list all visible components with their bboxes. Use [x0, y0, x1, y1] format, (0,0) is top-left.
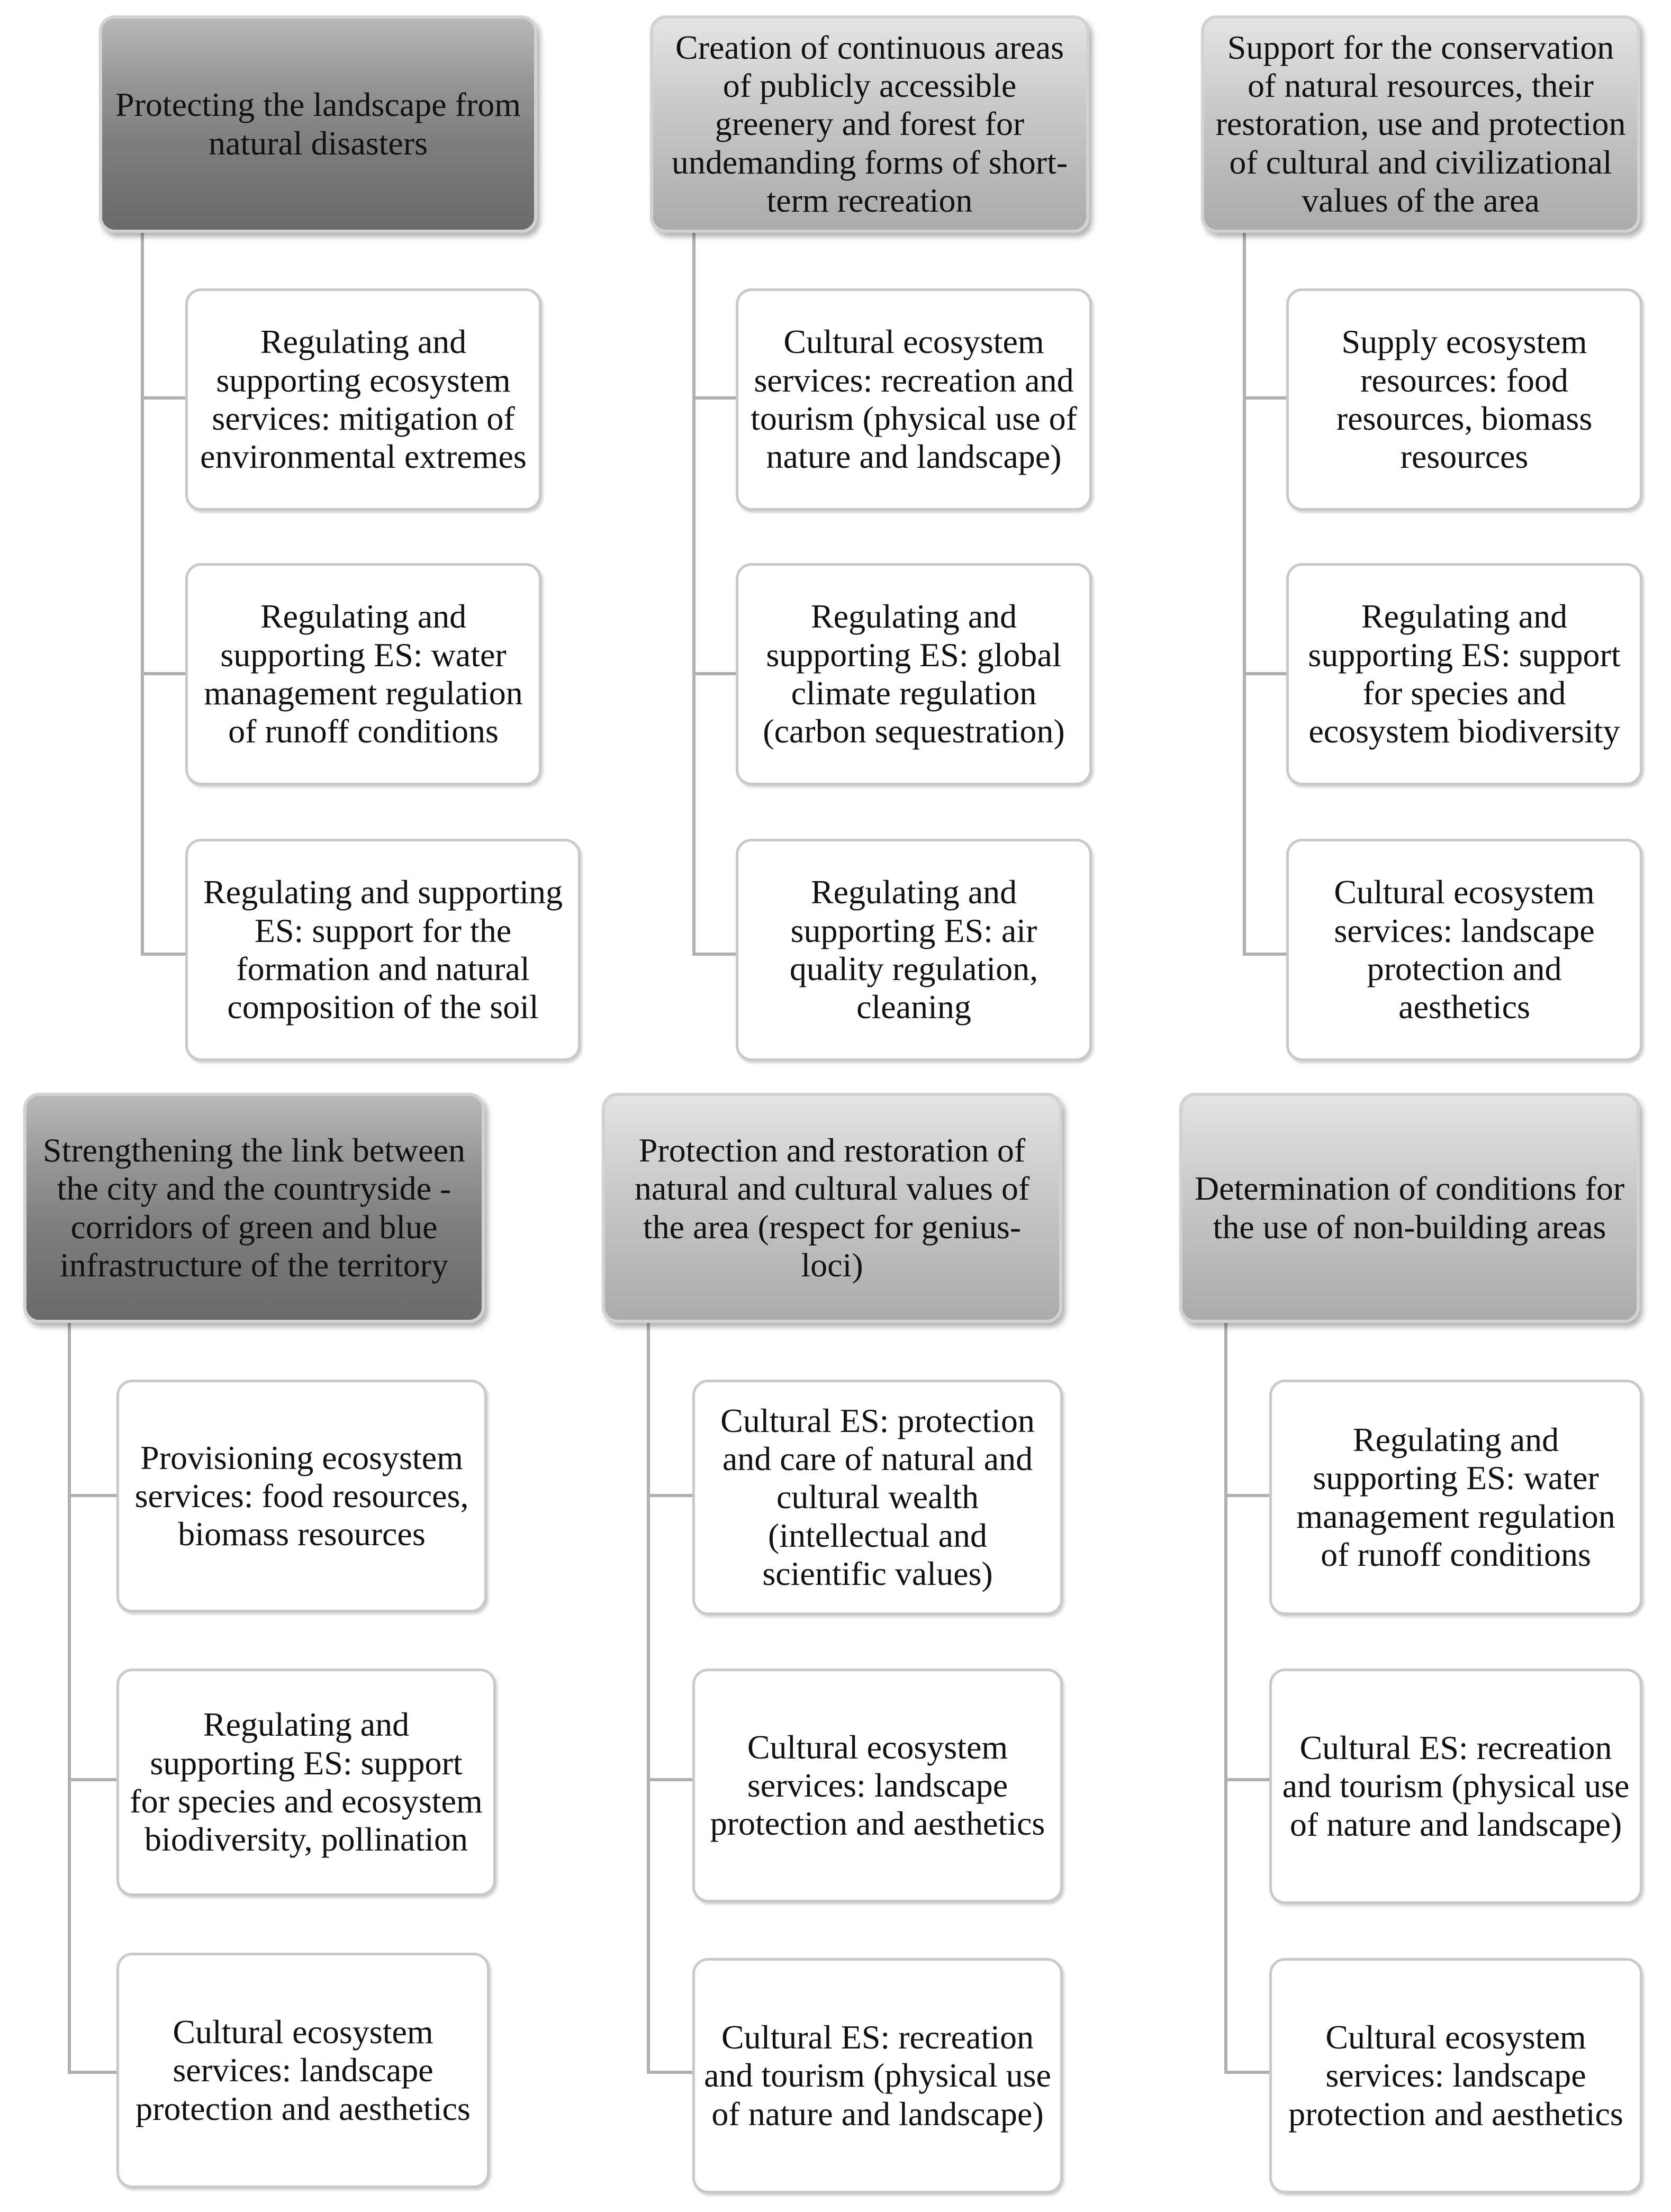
- service-box: Supply ecosystem resources: food resourc…: [1286, 288, 1642, 511]
- service-label: Regulating and supporting ES: water mana…: [204, 597, 523, 750]
- connector-trunk: [692, 233, 696, 954]
- service-label: Regulating and supporting ES: water mana…: [1296, 1420, 1615, 1573]
- service-box: Regulating and supporting ES: support fo…: [1286, 563, 1642, 785]
- connector-branch: [1224, 1494, 1272, 1497]
- connector-trunk: [68, 1323, 71, 2072]
- connector-branch: [68, 2071, 119, 2074]
- service-box: Regulating and supporting ES: support fo…: [116, 1669, 496, 1896]
- service-box: Cultural ecosystem services: landscape p…: [1286, 839, 1642, 1061]
- service-box: Regulating and supporting ES: water mana…: [185, 563, 541, 785]
- service-box: Cultural ES: recreation and tourism (phy…: [1269, 1669, 1642, 1904]
- category-header: Determination of conditions for the use …: [1179, 1093, 1640, 1323]
- connector-branch: [1243, 396, 1288, 400]
- service-label: Supply ecosystem resources: food resourc…: [1336, 323, 1593, 476]
- category-header: Protecting the landscape from natural di…: [99, 15, 537, 233]
- connector-branch: [141, 953, 186, 956]
- connector-branch: [692, 953, 738, 956]
- connector-branch: [1224, 1778, 1272, 1781]
- connector-trunk: [1224, 1323, 1227, 2072]
- service-label: Regulating and supporting ES: air qualit…: [789, 873, 1038, 1026]
- service-box: Cultural ecosystem services: recreation …: [736, 288, 1092, 511]
- connector-branch: [647, 2071, 694, 2074]
- service-box: Cultural ecosystem services: landscape p…: [692, 1669, 1063, 1902]
- service-label: Provisioning ecosystem services: food re…: [134, 1438, 469, 1553]
- category-title: Protecting the landscape from natural di…: [115, 86, 521, 162]
- connector-branch: [647, 1778, 694, 1781]
- service-box: Provisioning ecosystem services: food re…: [116, 1380, 487, 1612]
- connector-branch: [141, 672, 186, 675]
- category-header: Strengthening the link between the city …: [23, 1093, 485, 1323]
- connector-branch: [692, 396, 738, 400]
- service-label: Cultural ecosystem services: landscape p…: [1288, 2018, 1623, 2133]
- connector-branch: [141, 396, 186, 400]
- connector-trunk: [141, 233, 144, 954]
- connector-branch: [68, 1494, 119, 1497]
- connector-branch: [1243, 953, 1288, 956]
- category-header: Creation of continuous areas of publicly…: [650, 15, 1089, 233]
- service-box: Regulating and supporting ES: air qualit…: [736, 839, 1092, 1061]
- service-label: Cultural ecosystem services: landscape p…: [136, 2013, 471, 2127]
- service-label: Cultural ES: recreation and tourism (phy…: [1282, 1729, 1630, 1843]
- service-box: Cultural ES: recreation and tourism (phy…: [692, 1958, 1063, 2193]
- service-label: Cultural ES: protection and care of natu…: [720, 1401, 1035, 1592]
- service-label: Cultural ecosystem services: recreation …: [751, 323, 1077, 476]
- category-title: Creation of continuous areas of publicly…: [671, 28, 1068, 219]
- service-label: Cultural ecosystem services: landscape p…: [1334, 873, 1595, 1026]
- service-label: Cultural ecosystem services: landscape p…: [710, 1728, 1045, 1843]
- service-box: Cultural ecosystem services: landscape p…: [1269, 1958, 1642, 2193]
- connector-trunk: [647, 1323, 650, 2072]
- category-title: Determination of conditions for the use …: [1194, 1170, 1625, 1246]
- service-label: Regulating and supporting ecosystem serv…: [200, 323, 527, 476]
- category-header: Protection and restoration of natural an…: [602, 1093, 1062, 1323]
- service-box: Regulating and supporting ES: water mana…: [1269, 1380, 1642, 1615]
- connector-branch: [647, 1494, 694, 1497]
- service-box: Regulating and supporting ES: global cli…: [736, 563, 1092, 785]
- connector-branch: [1224, 2071, 1272, 2074]
- service-label: Regulating and supporting ES: support fo…: [130, 1706, 483, 1859]
- service-box: Cultural ecosystem services: landscape p…: [116, 1953, 490, 2188]
- service-box: Regulating and supporting ecosystem serv…: [185, 288, 541, 511]
- connector-branch: [692, 672, 738, 675]
- service-box: Cultural ES: protection and care of natu…: [692, 1380, 1063, 1615]
- category-title: Strengthening the link between the city …: [42, 1131, 466, 1284]
- connector-branch: [1243, 672, 1288, 675]
- service-label: Cultural ES: recreation and tourism (phy…: [704, 2018, 1051, 2133]
- service-label: Regulating and supporting ES: support fo…: [203, 873, 563, 1026]
- service-box: Regulating and supporting ES: support fo…: [185, 839, 581, 1061]
- service-label: Regulating and supporting ES: global cli…: [763, 597, 1065, 750]
- service-label: Regulating and supporting ES: support fo…: [1308, 597, 1621, 750]
- category-title: Support for the conservation of natural …: [1215, 28, 1626, 219]
- connector-trunk: [1243, 233, 1246, 954]
- category-header: Support for the conservation of natural …: [1201, 15, 1640, 233]
- category-title: Protection and restoration of natural an…: [634, 1131, 1030, 1284]
- connector-branch: [68, 1778, 119, 1781]
